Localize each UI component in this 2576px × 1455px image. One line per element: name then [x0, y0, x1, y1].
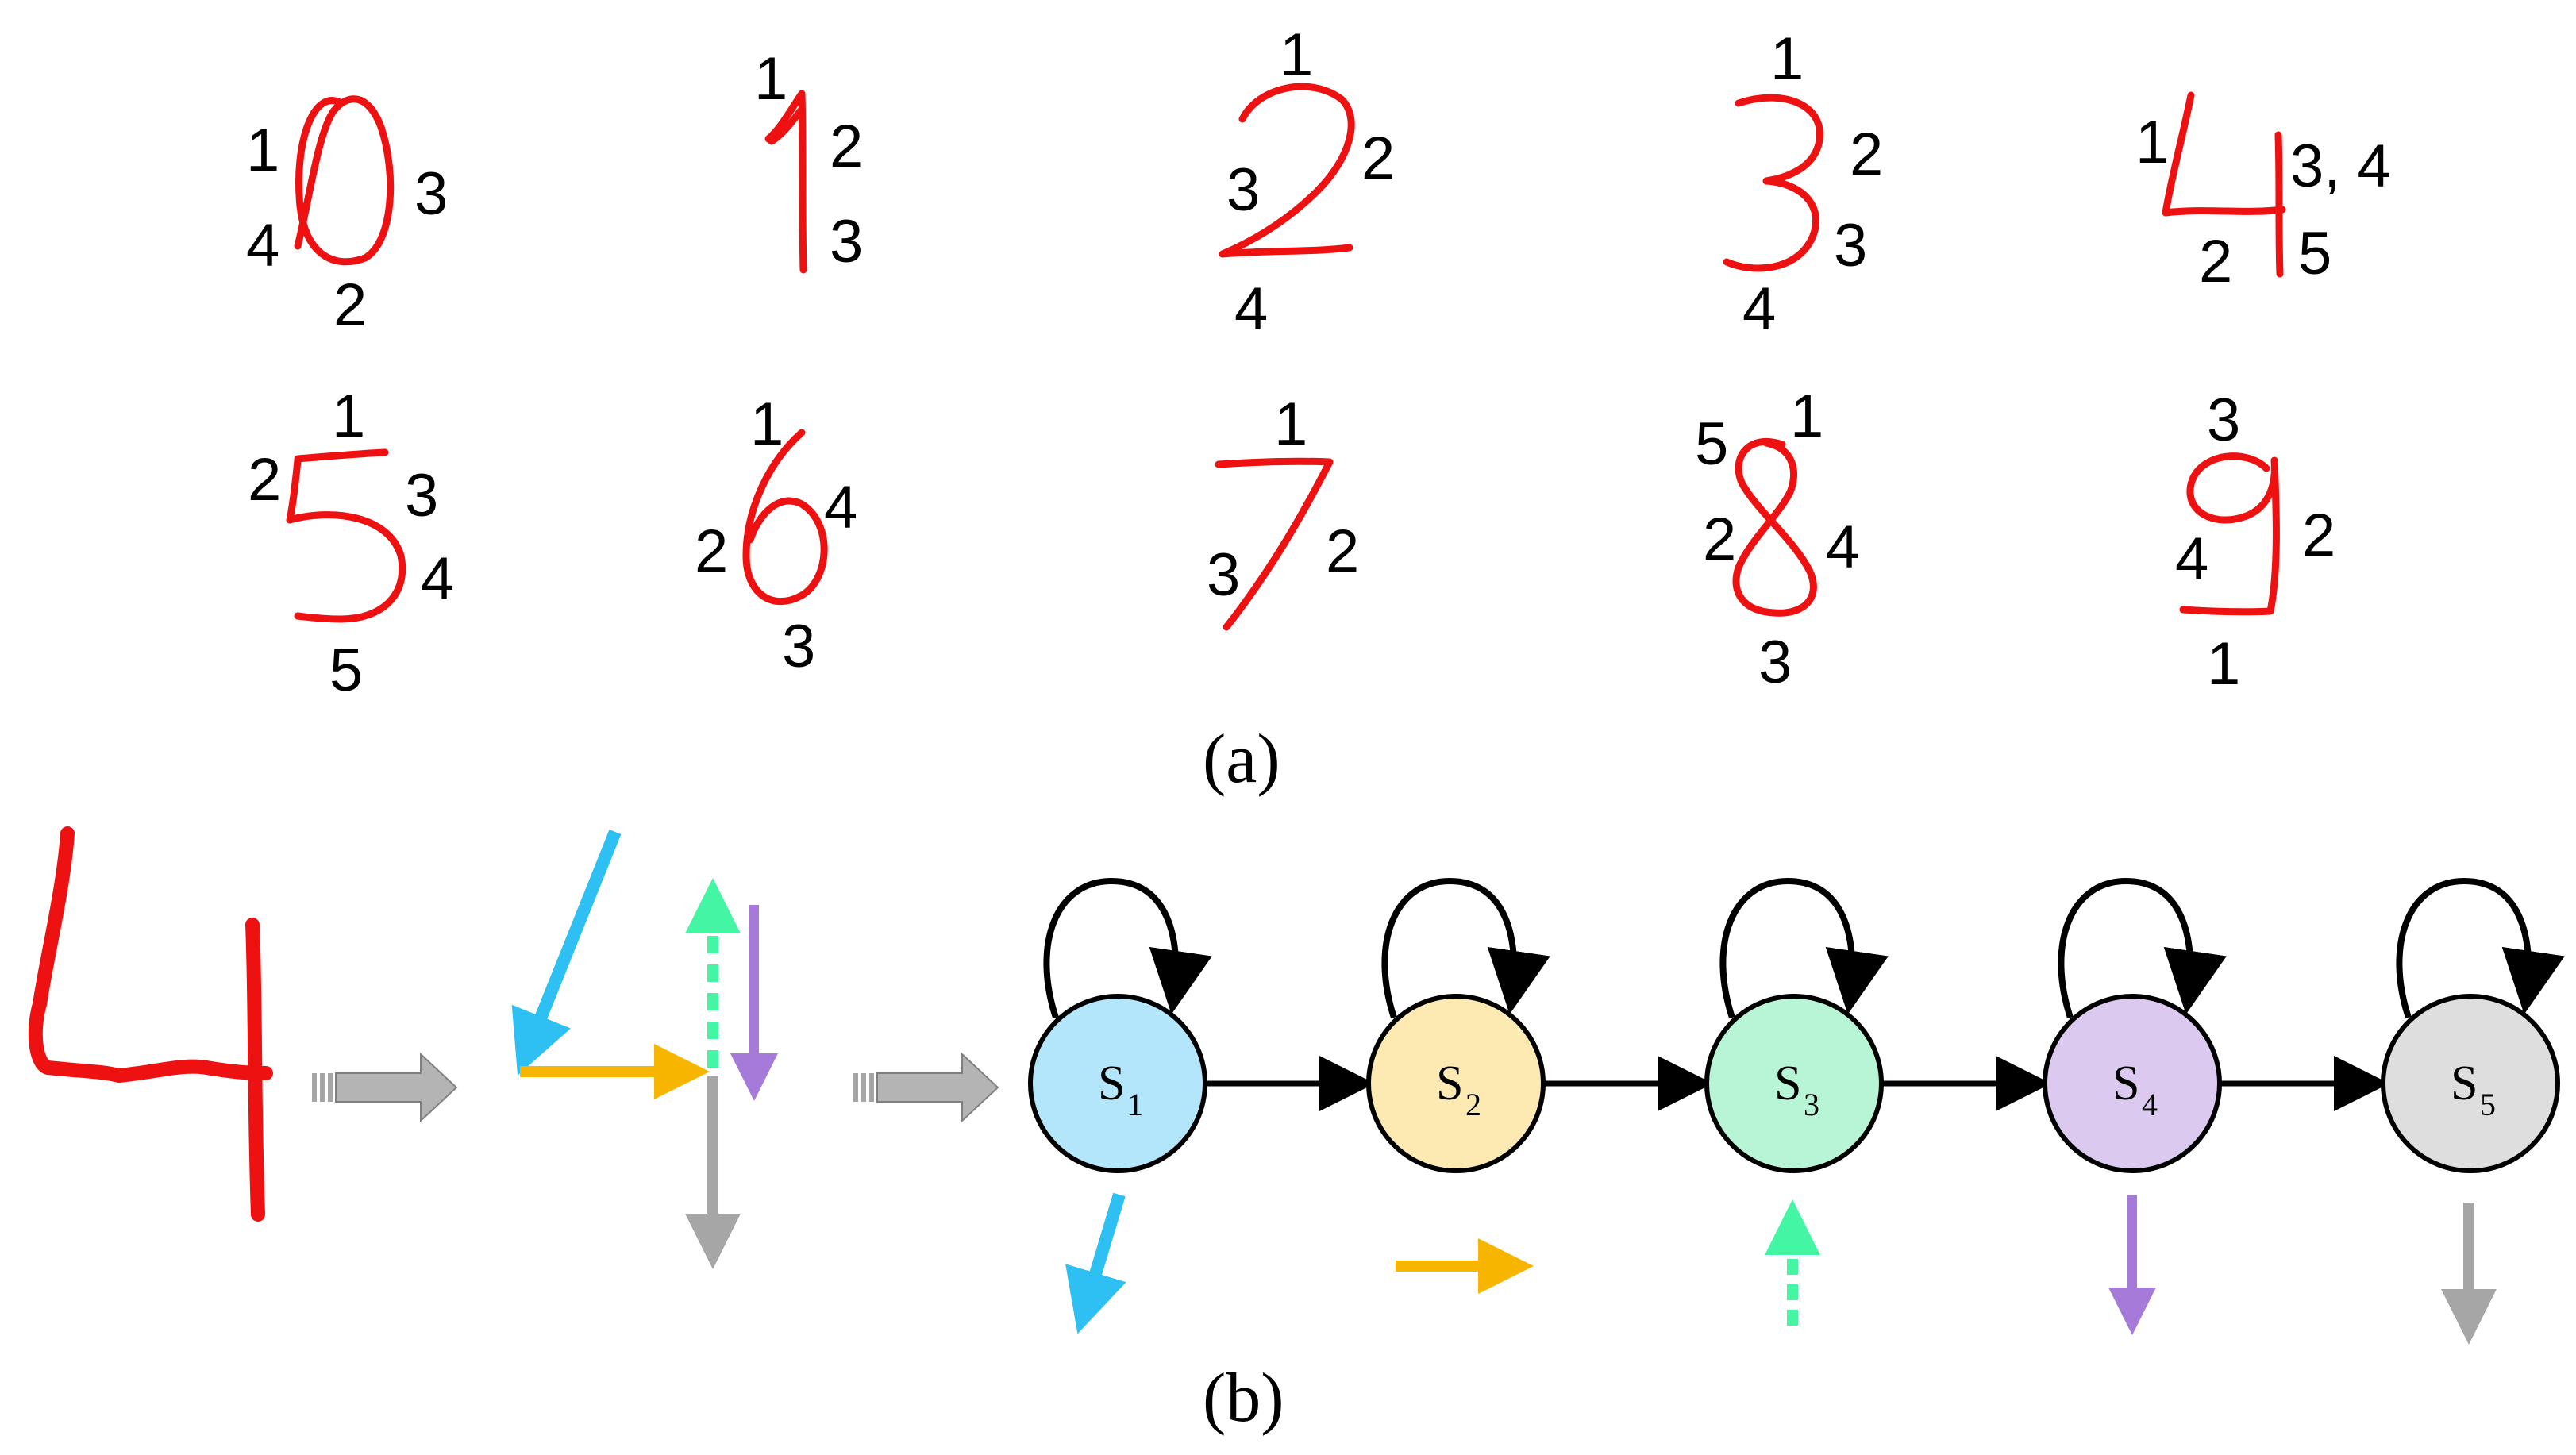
digit-0-label-2: 2: [333, 271, 367, 339]
self-loop-s5: [2396, 877, 2565, 1019]
state-s4: S 4: [2043, 994, 2222, 1173]
stroke-arrow-1: [511, 830, 622, 1076]
state-s2: S 2: [1366, 994, 1546, 1173]
digit-6-label-2: 2: [695, 518, 728, 585]
handwritten-digit-0: 1 3 4 2: [246, 95, 448, 339]
self-loop-s4: [2058, 877, 2227, 1019]
digit-3-label-3: 3: [1834, 212, 1867, 279]
state-s2-circle: [1366, 994, 1546, 1173]
digit-1-label-2: 2: [830, 113, 863, 180]
handwritten-digit-4: 1 3, 4 2 5: [2135, 91, 2391, 295]
handwritten-digit-6: 1 2 4 3: [695, 391, 857, 680]
state-chain: S 1 S 2 S 3 S 4 S 5: [1028, 877, 2565, 1345]
handwritten-digit-7: 1 2 3: [1207, 391, 1359, 631]
state-s5-subscript: 5: [2480, 1087, 2496, 1122]
state-s1-circle: [1028, 994, 1207, 1173]
digit-6-label-1: 1: [750, 391, 784, 458]
self-loop-s2: [1381, 877, 1550, 1019]
digit-7-label-3: 3: [1207, 541, 1240, 609]
state-s1-subscript: 1: [1127, 1087, 1143, 1122]
digit-2-label-3: 3: [1226, 156, 1260, 224]
panel-a: 1 3 4 2 1 2 3 1 2 3 4 1 2 3 4: [246, 21, 2391, 798]
handwritten-digit-1: 1 2 3: [754, 45, 863, 275]
emission-arrow-s1: [1065, 1192, 1126, 1334]
digit-2-label-4: 4: [1234, 275, 1268, 343]
panel-b: S 1 S 2 S 3 S 4 S 5: [28, 826, 2565, 1437]
self-loop-s3: [1719, 877, 1889, 1019]
state-s4-subscript: 4: [2142, 1087, 2158, 1122]
digit-3-label-4: 4: [1742, 275, 1776, 343]
state-s4-name: S: [2112, 1057, 2139, 1110]
digit-8-label-2: 2: [1703, 506, 1736, 573]
state-s1: S 1: [1028, 994, 1207, 1173]
state-s3-circle: [1704, 994, 1884, 1173]
state-s3-name: S: [1774, 1057, 1801, 1110]
state-s3: S 3: [1704, 994, 1884, 1173]
digit-9-label-4: 4: [2175, 525, 2208, 593]
state-s2-name: S: [1436, 1057, 1463, 1110]
large-handwritten-digit-4: [28, 826, 273, 1222]
digit-8-label-5: 5: [1695, 410, 1728, 478]
digit-8-label-3: 3: [1758, 629, 1792, 696]
digit-8-label-4: 4: [1826, 514, 1859, 581]
digit-4-label-5: 5: [2298, 220, 2331, 287]
digit-6-label-4: 4: [824, 474, 857, 541]
digit-1-label-3: 3: [830, 208, 863, 275]
state-s4-circle: [2043, 994, 2222, 1173]
digit-8-label-1: 1: [1790, 383, 1823, 450]
state-s3-subscript: 3: [1804, 1087, 1819, 1122]
digit-0-label-4: 4: [246, 212, 279, 279]
state-s5-circle: [2381, 994, 2560, 1173]
digit-5-label-2: 2: [248, 446, 281, 514]
handwritten-digit-5: 1 2 3 4 5: [248, 383, 454, 704]
caption-a: (a): [1203, 721, 1280, 798]
digit-7-label-1: 1: [1274, 391, 1307, 458]
handwritten-digit-2: 1 2 3 4: [1219, 21, 1395, 343]
digit-5-label-5: 5: [329, 637, 363, 704]
digit-4-label-2: 2: [2199, 228, 2232, 295]
handwritten-digit-3: 1 2 3 4: [1723, 25, 1883, 343]
digit-9-label-3: 3: [2207, 387, 2240, 454]
state-s5: S 5: [2381, 994, 2560, 1173]
digit-2-label-1: 1: [1280, 21, 1313, 89]
digit-7-label-2: 2: [1326, 518, 1359, 585]
digit-5-label-3: 3: [405, 462, 438, 529]
handwritten-digit-9: 3 2 4 1: [2175, 387, 2335, 698]
state-s2-subscript: 2: [1465, 1087, 1481, 1122]
state-s1-name: S: [1098, 1057, 1125, 1110]
digit-9-label-1: 1: [2207, 630, 2240, 698]
caption-b: (b): [1203, 1360, 1284, 1437]
digit-4-label-1: 1: [2135, 109, 2169, 176]
digit-5-label-1: 1: [332, 383, 365, 450]
digit-3-label-2: 2: [1850, 121, 1883, 188]
digit-2-label-2: 2: [1361, 125, 1395, 192]
digit-9-label-2: 2: [2302, 502, 2335, 569]
stroke-decomposition: [511, 830, 778, 1269]
transform-arrow-2: [853, 1052, 999, 1123]
handwritten-digit-8: 5 1 2 4 3: [1695, 383, 1859, 696]
digit-5-label-4: 4: [421, 545, 454, 613]
digit-3-label-1: 1: [1770, 25, 1804, 93]
state-s5-name: S: [2451, 1057, 2478, 1110]
digit-1-label-1: 1: [754, 45, 787, 113]
digit-0-label-3: 3: [414, 160, 448, 228]
digit-4-label-3-4: 3, 4: [2290, 133, 2391, 200]
digit-0-label-1: 1: [246, 117, 279, 184]
digit-6-label-3: 3: [782, 613, 815, 680]
transform-arrow-1: [312, 1052, 458, 1123]
self-loop-s1: [1043, 877, 1212, 1019]
